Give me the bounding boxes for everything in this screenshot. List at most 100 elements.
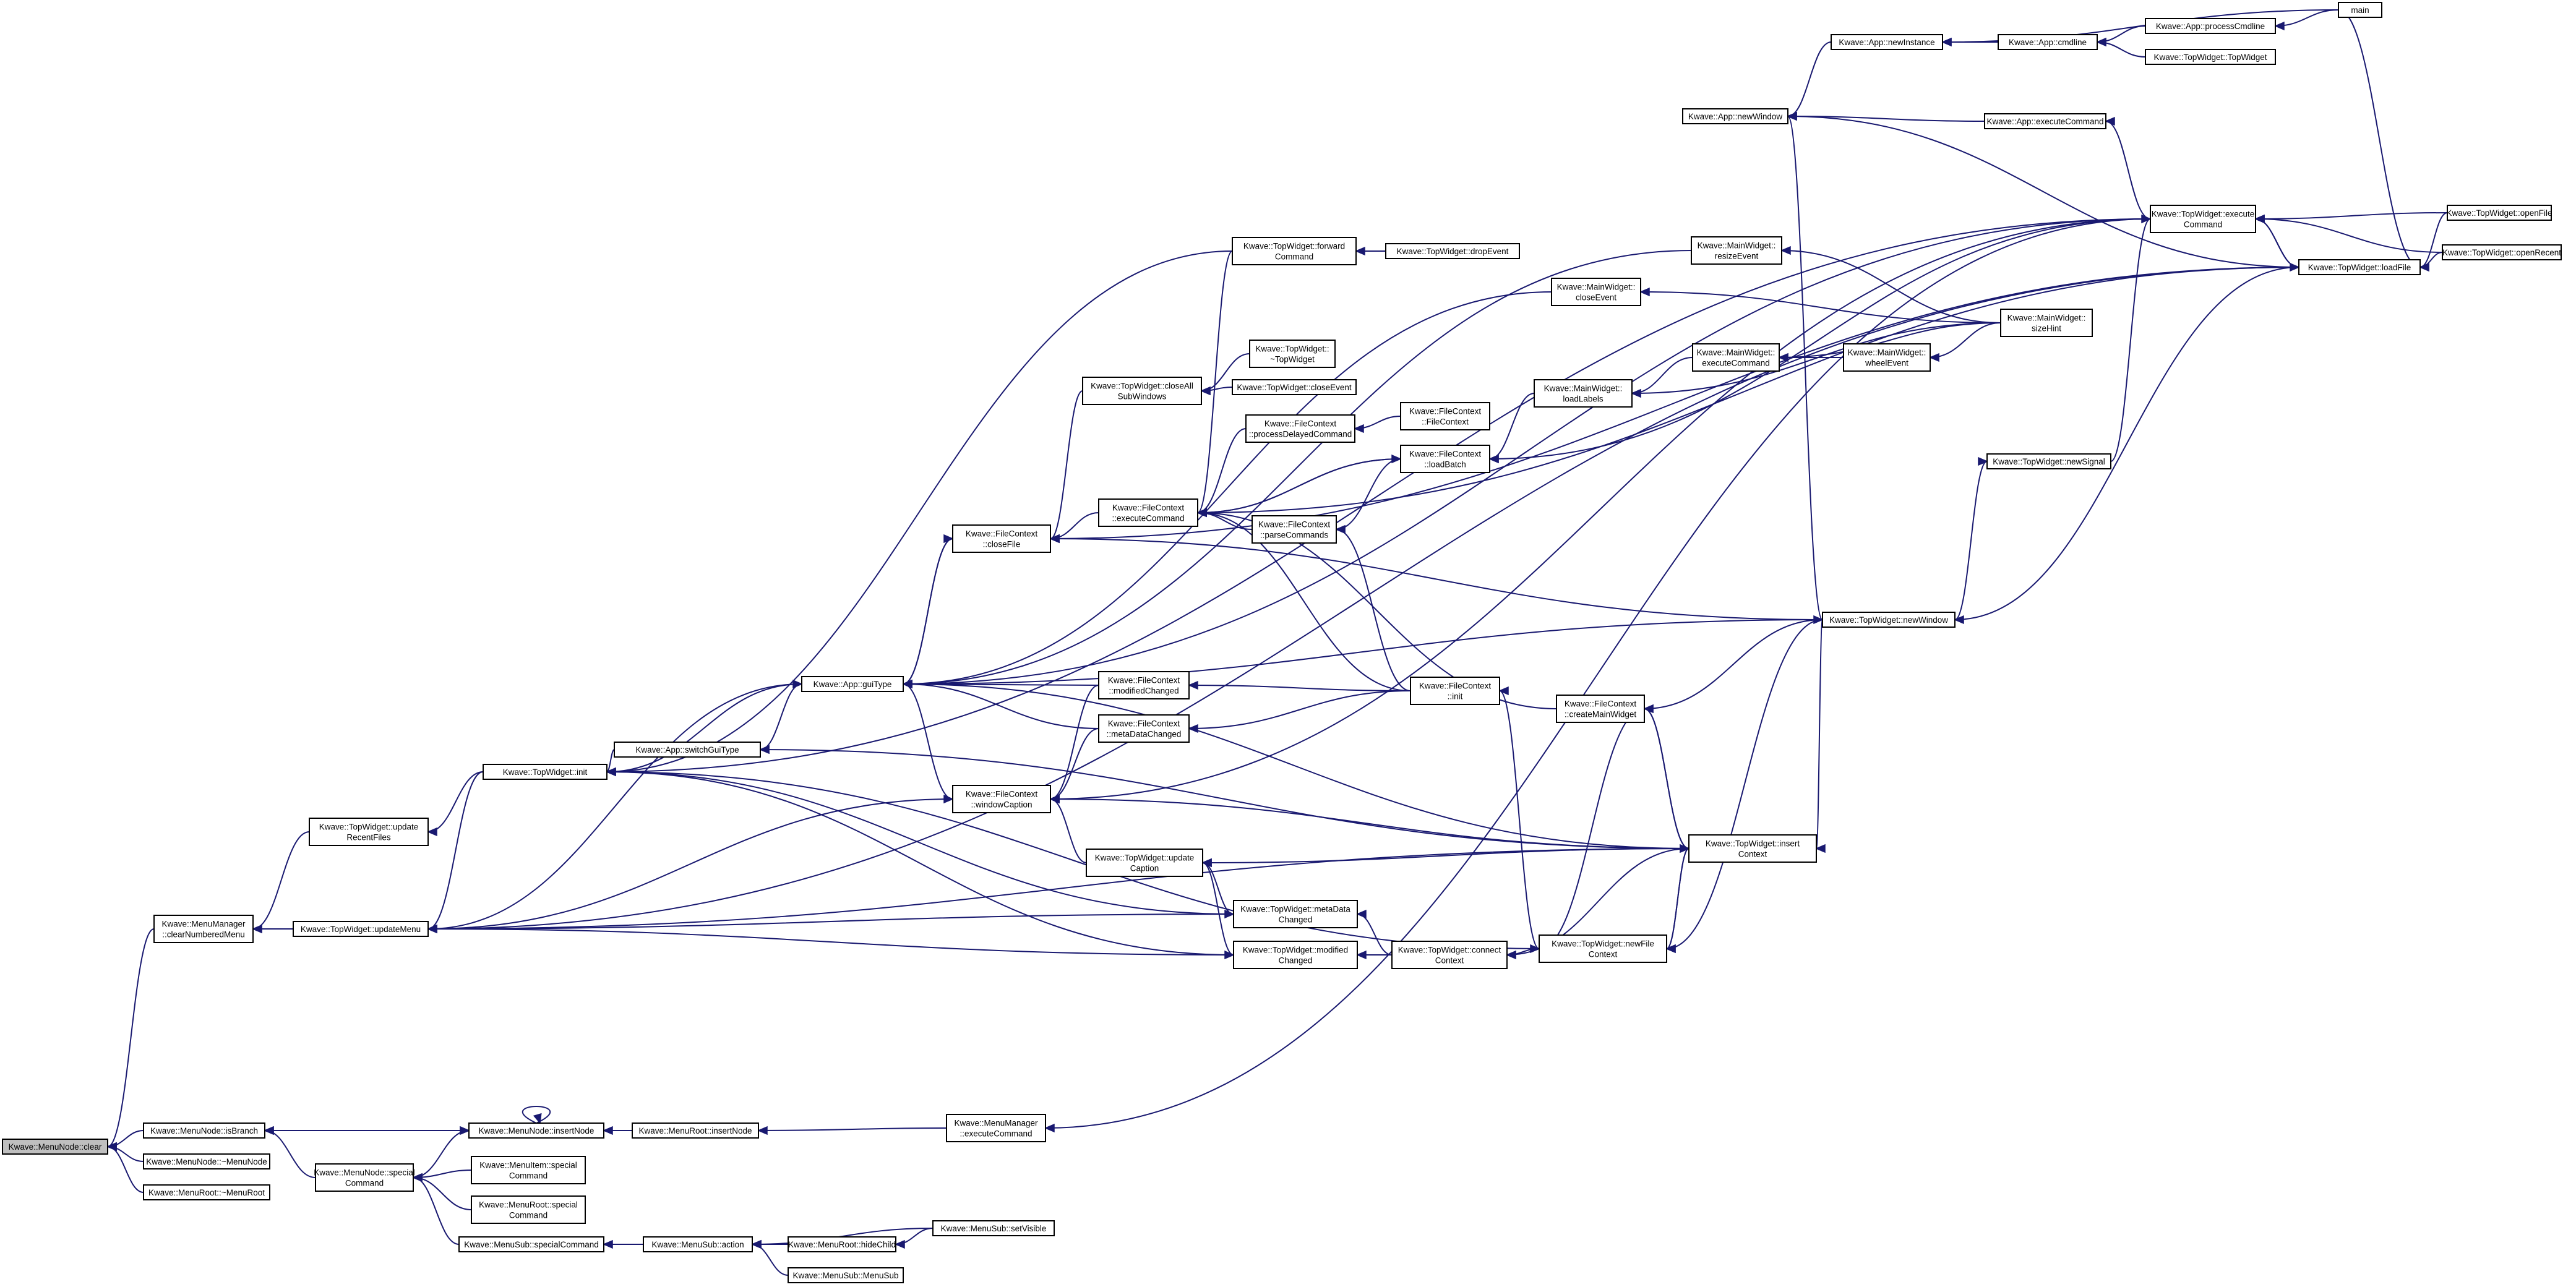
node-fcWinCaption[interactable]: Kwave::FileContext::windowCaption: [952, 785, 1051, 813]
edge-twInsertCtx-to-updateMenu: [427, 848, 1689, 934]
node-twInit[interactable]: Kwave::TopWidget::init: [483, 764, 608, 780]
node-clearNumbered[interactable]: Kwave::MenuManager::clearNumberedMenu: [153, 915, 254, 943]
node-mmExec[interactable]: Kwave::MenuManager::executeCommand: [946, 1114, 1046, 1142]
edge-line: [1197, 250, 1233, 513]
edge-twInit-to-updateRecent: [427, 771, 484, 837]
edge-line: [606, 771, 1540, 949]
node-appNewInstance[interactable]: Kwave::App::newInstance: [1831, 34, 1943, 50]
node-fcModified[interactable]: Kwave::FileContext::modifiedChanged: [1098, 671, 1190, 699]
edge-line: [2338, 9, 2421, 268]
node-clear[interactable]: Kwave::MenuNode::clear: [2, 1139, 108, 1155]
node-label: Kwave::TopWidget::update: [1095, 853, 1195, 863]
node-mnSpecial[interactable]: Kwave::MenuNode::specialCommand: [314, 1163, 415, 1192]
node-twModified[interactable]: Kwave::TopWidget::modifiedChanged: [1233, 941, 1358, 969]
node-twExec[interactable]: Kwave::TopWidget::executeCommand: [2150, 205, 2256, 233]
edge-line: [1050, 538, 1823, 620]
node-msAction[interactable]: Kwave::MenuSub::action: [643, 1236, 753, 1252]
node-twCloseEvent[interactable]: Kwave::TopWidget::closeEvent: [1232, 379, 1357, 395]
node-updateMenu[interactable]: Kwave::TopWidget::updateMenu: [293, 921, 429, 937]
edge-updateRecent-to-clearNumbered: [252, 831, 310, 934]
node-dtorMenuRoot[interactable]: Kwave::MenuRoot::~MenuRoot: [143, 1184, 270, 1200]
node-msSetVisible[interactable]: Kwave::MenuSub::setVisible: [932, 1220, 1055, 1236]
node-appProcCmdline[interactable]: Kwave::App::processCmdline: [2145, 18, 2276, 34]
node-label: Kwave::FileContext: [1565, 699, 1637, 709]
node-fcInit[interactable]: Kwave::FileContext::init: [1410, 677, 1500, 705]
edge-twInit-to-twMetaData: [606, 771, 1235, 919]
node-miSpecial[interactable]: Kwave::MenuItem::specialCommand: [471, 1156, 586, 1184]
node-label: Kwave::TopWidget::newWindow: [1829, 615, 1948, 625]
node-twLoadFile[interactable]: Kwave::TopWidget::loadFile: [2298, 259, 2421, 275]
node-fcParse[interactable]: Kwave::FileContext::parseCommands: [1252, 515, 1337, 544]
node-mwLoadLabels[interactable]: Kwave::MainWidget::loadLabels: [1534, 379, 1633, 408]
node-fcMetaData[interactable]: Kwave::FileContext::metaDataChanged: [1098, 714, 1190, 743]
node-box: [143, 1153, 270, 1169]
edge-mwLoadLabels-to-fcLoadBatch: [1488, 393, 1535, 464]
node-fcCreateMain[interactable]: Kwave::FileContext::createMainWidget: [1556, 695, 1645, 723]
node-mwResize[interactable]: Kwave::MainWidget::resizeEvent: [1691, 236, 1782, 265]
node-msCtor[interactable]: Kwave::MenuSub::MenuSub: [788, 1267, 904, 1283]
node-box: [471, 1156, 586, 1184]
node-twMetaData[interactable]: Kwave::TopWidget::metaDataChanged: [1233, 900, 1358, 928]
node-box: [458, 1236, 604, 1252]
edge-line: [1644, 708, 1689, 849]
node-label: Kwave::MenuManager: [161, 920, 246, 929]
node-mwExec[interactable]: Kwave::MainWidget::executeCommand: [1692, 343, 1780, 372]
node-label: Kwave::FileContext: [1409, 407, 1482, 416]
arrowhead: [1506, 950, 1516, 960]
node-box: [2145, 18, 2276, 34]
node-fcProcDelayed[interactable]: Kwave::FileContext::processDelayedComman…: [1245, 414, 1355, 443]
node-label: Kwave::MenuSub::setVisible: [941, 1224, 1047, 1233]
node-dtorMenuNode[interactable]: Kwave::MenuNode::~MenuNode: [143, 1153, 270, 1169]
edge-line: [1954, 267, 2299, 620]
edge-fcCtor-to-fcProcDelayed: [1354, 416, 1401, 434]
edge-twConnect-to-twMetaData: [1356, 909, 1393, 956]
node-appExec[interactable]: Kwave::App::executeCommand: [1984, 113, 2106, 129]
node-label: Kwave::TopWidget::connect: [1398, 946, 1501, 955]
node-appNewWindow[interactable]: Kwave::App::newWindow: [1682, 108, 1788, 124]
node-fcCtor[interactable]: Kwave::FileContext::FileContext: [1400, 402, 1490, 430]
node-label: Kwave::App::newWindow: [1688, 112, 1783, 121]
node-twCtor[interactable]: Kwave::TopWidget::TopWidget: [2145, 49, 2276, 65]
node-twDropEvent[interactable]: Kwave::TopWidget::dropEvent: [1385, 243, 1520, 259]
node-box: [483, 764, 608, 780]
node-main[interactable]: main: [2338, 2, 2382, 18]
node-mrSpecial[interactable]: Kwave::MenuRoot::specialCommand: [471, 1195, 586, 1224]
node-box: [1831, 34, 1943, 50]
node-box: [2298, 259, 2421, 275]
node-mrInsertNode[interactable]: Kwave::MenuRoot::insertNode: [632, 1122, 759, 1139]
edge-line: [606, 250, 1233, 772]
node-guiType[interactable]: Kwave::App::guiType: [801, 676, 904, 692]
node-twDtor[interactable]: Kwave::TopWidget::~TopWidget: [1249, 340, 1336, 368]
edge-line: [1787, 116, 1985, 122]
node-isBranch[interactable]: Kwave::MenuNode::isBranch: [143, 1122, 265, 1139]
node-twNewWindow[interactable]: Kwave::TopWidget::newWindow: [1822, 612, 1956, 628]
node-mwWheel[interactable]: Kwave::MainWidget::wheelEvent: [1843, 343, 1931, 372]
node-label: Kwave::MenuNode::clear: [9, 1142, 102, 1152]
node-label: Command: [2184, 220, 2222, 229]
node-msSpecial[interactable]: Kwave::MenuSub::specialCommand: [458, 1236, 604, 1252]
node-twNewSignal[interactable]: Kwave::TopWidget::newSignal: [1986, 453, 2111, 469]
edge-twNewWindow-to-fcCloseFile: [1049, 534, 1823, 620]
node-mnInsertNode[interactable]: Kwave::MenuNode::insertNode: [468, 1122, 604, 1139]
node-mrHideChild[interactable]: Kwave::MenuRoot::hideChild: [788, 1236, 896, 1252]
node-label: ::createMainWidget: [1565, 710, 1637, 719]
node-mwSizeHint[interactable]: Kwave::MainWidget::sizeHint: [2000, 309, 2093, 337]
node-mwCloseEvent[interactable]: Kwave::MainWidget::closeEvent: [1551, 278, 1641, 306]
node-twOpenFile[interactable]: Kwave::TopWidget::openFile: [2446, 205, 2552, 221]
arrowhead: [1787, 111, 1797, 121]
node-switchGui[interactable]: Kwave::App::switchGuiType: [614, 742, 761, 758]
edge-line: [606, 683, 802, 772]
node-fcLoadBatch[interactable]: Kwave::FileContext::loadBatch: [1400, 445, 1490, 473]
node-fcCloseFile[interactable]: Kwave::FileContext::closeFile: [952, 524, 1051, 553]
node-box: [143, 1122, 265, 1139]
node-appCmdline[interactable]: Kwave::App::cmdline: [1998, 34, 2098, 50]
node-fcExec[interactable]: Kwave::FileContext::executeCommand: [1098, 498, 1198, 527]
node-twOpenRecent[interactable]: Kwave::TopWidget::openRecent: [2442, 244, 2562, 260]
